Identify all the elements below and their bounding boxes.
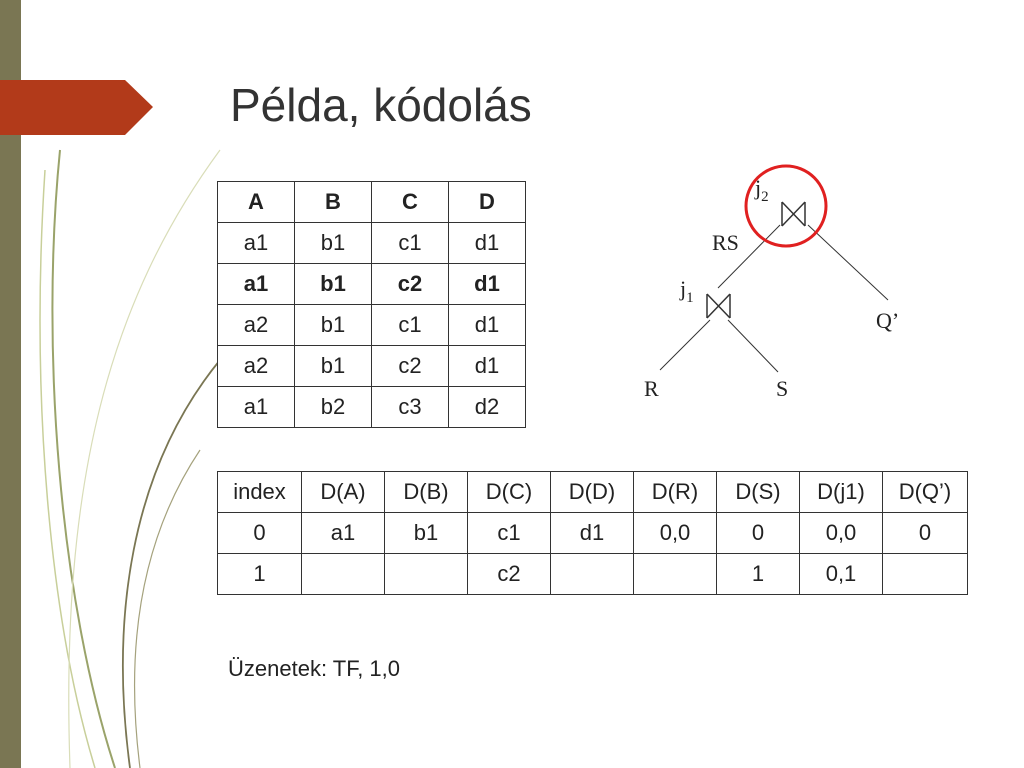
column-header: D(Q’) (882, 471, 968, 513)
column-header: C (371, 181, 449, 223)
table-row: 1 c2 1 0,1 (217, 553, 968, 595)
column-header: D(A) (301, 471, 385, 513)
label-r: R (644, 376, 659, 401)
accent-arrow (0, 80, 153, 135)
join-icon-j2 (781, 201, 806, 227)
table-cell: 0,1 (799, 553, 883, 595)
page-title: Példa, kódolás (230, 79, 532, 131)
column-header: D(B) (384, 471, 468, 513)
table-cell: c1 (371, 304, 449, 346)
column-header: D(R) (633, 471, 717, 513)
table-cell: a1 (217, 263, 295, 305)
column-header: D(D) (550, 471, 634, 513)
table-cell (301, 553, 385, 595)
column-header: D(S) (716, 471, 800, 513)
table-cell: 0,0 (799, 512, 883, 554)
label-j2: j2 (754, 175, 769, 205)
messages-text: Üzenetek: TF, 1,0 (228, 656, 401, 681)
table-row: 0 a1 b1 c1 d1 0,0 0 0,0 0 (217, 512, 968, 554)
edge-j1-s (727, 319, 779, 373)
table-cell: b2 (294, 386, 372, 428)
table-cell: 0,0 (633, 512, 717, 554)
table-cell: a2 (217, 345, 295, 387)
table-cell (550, 553, 634, 595)
table-cell: d1 (550, 512, 634, 554)
table-cell (882, 553, 968, 595)
label-rs: RS (712, 230, 739, 255)
table-cell (384, 553, 468, 595)
table-cell: b1 (294, 345, 372, 387)
table-cell: d1 (448, 222, 526, 264)
table-cell: 1 (217, 553, 302, 595)
table-row: a1 b2 c3 d2 (217, 386, 526, 428)
column-header: A (217, 181, 295, 223)
table-cell: c1 (371, 222, 449, 264)
column-header: D (448, 181, 526, 223)
table-cell: d2 (448, 386, 526, 428)
column-header: B (294, 181, 372, 223)
table-cell: a1 (217, 222, 295, 264)
left-sidebar-bar (0, 0, 21, 768)
column-header: index (217, 471, 302, 513)
table-cell: c2 (467, 553, 551, 595)
table-cell: c2 (371, 263, 449, 305)
table-row: a2 b1 c2 d1 (217, 345, 526, 387)
encoding-table: index D(A) D(B) D(C) D(D) D(R) D(S) D(j1… (217, 471, 968, 595)
table-cell: d1 (448, 345, 526, 387)
table-cell: c1 (467, 512, 551, 554)
table-cell: d1 (448, 304, 526, 346)
table-cell: b1 (294, 304, 372, 346)
table-cell: b1 (294, 222, 372, 264)
table-cell: c2 (371, 345, 449, 387)
table-cell: a1 (301, 512, 385, 554)
table-cell: 0 (217, 512, 302, 554)
table-header-row: index D(A) D(B) D(C) D(D) D(R) D(S) D(j1… (217, 471, 968, 513)
column-header: D(j1) (799, 471, 883, 513)
table-header-row: A B C D (217, 181, 526, 223)
table-row: a1 b1 c1 d1 (217, 222, 526, 264)
table-cell: a2 (217, 304, 295, 346)
join-icon-j1 (706, 293, 731, 319)
table-row: a2 b1 c1 d1 (217, 304, 526, 346)
relation-table: A B C D a1 b1 c1 d1 a1 b1 c2 d1 a2 b1 c1… (217, 181, 526, 428)
column-header: D(C) (467, 471, 551, 513)
edge-j2-j1 (717, 224, 781, 289)
label-s: S (776, 376, 788, 401)
table-cell: a1 (217, 386, 295, 428)
table-cell: 0 (716, 512, 800, 554)
join-tree-diagram: j2 RS j1 Q’ R S (644, 164, 899, 401)
table-cell: c3 (371, 386, 449, 428)
table-cell: d1 (448, 263, 526, 305)
table-cell: 1 (716, 553, 800, 595)
edge-j1-r (659, 319, 711, 371)
label-q: Q’ (876, 308, 899, 333)
edge-j2-q (807, 224, 889, 301)
table-row-highlighted: a1 b1 c2 d1 (217, 263, 526, 305)
label-j1: j1 (679, 276, 694, 306)
table-cell: 0 (882, 512, 968, 554)
highlight-circle (744, 164, 828, 248)
table-cell: b1 (294, 263, 372, 305)
table-cell: b1 (384, 512, 468, 554)
table-cell (633, 553, 717, 595)
